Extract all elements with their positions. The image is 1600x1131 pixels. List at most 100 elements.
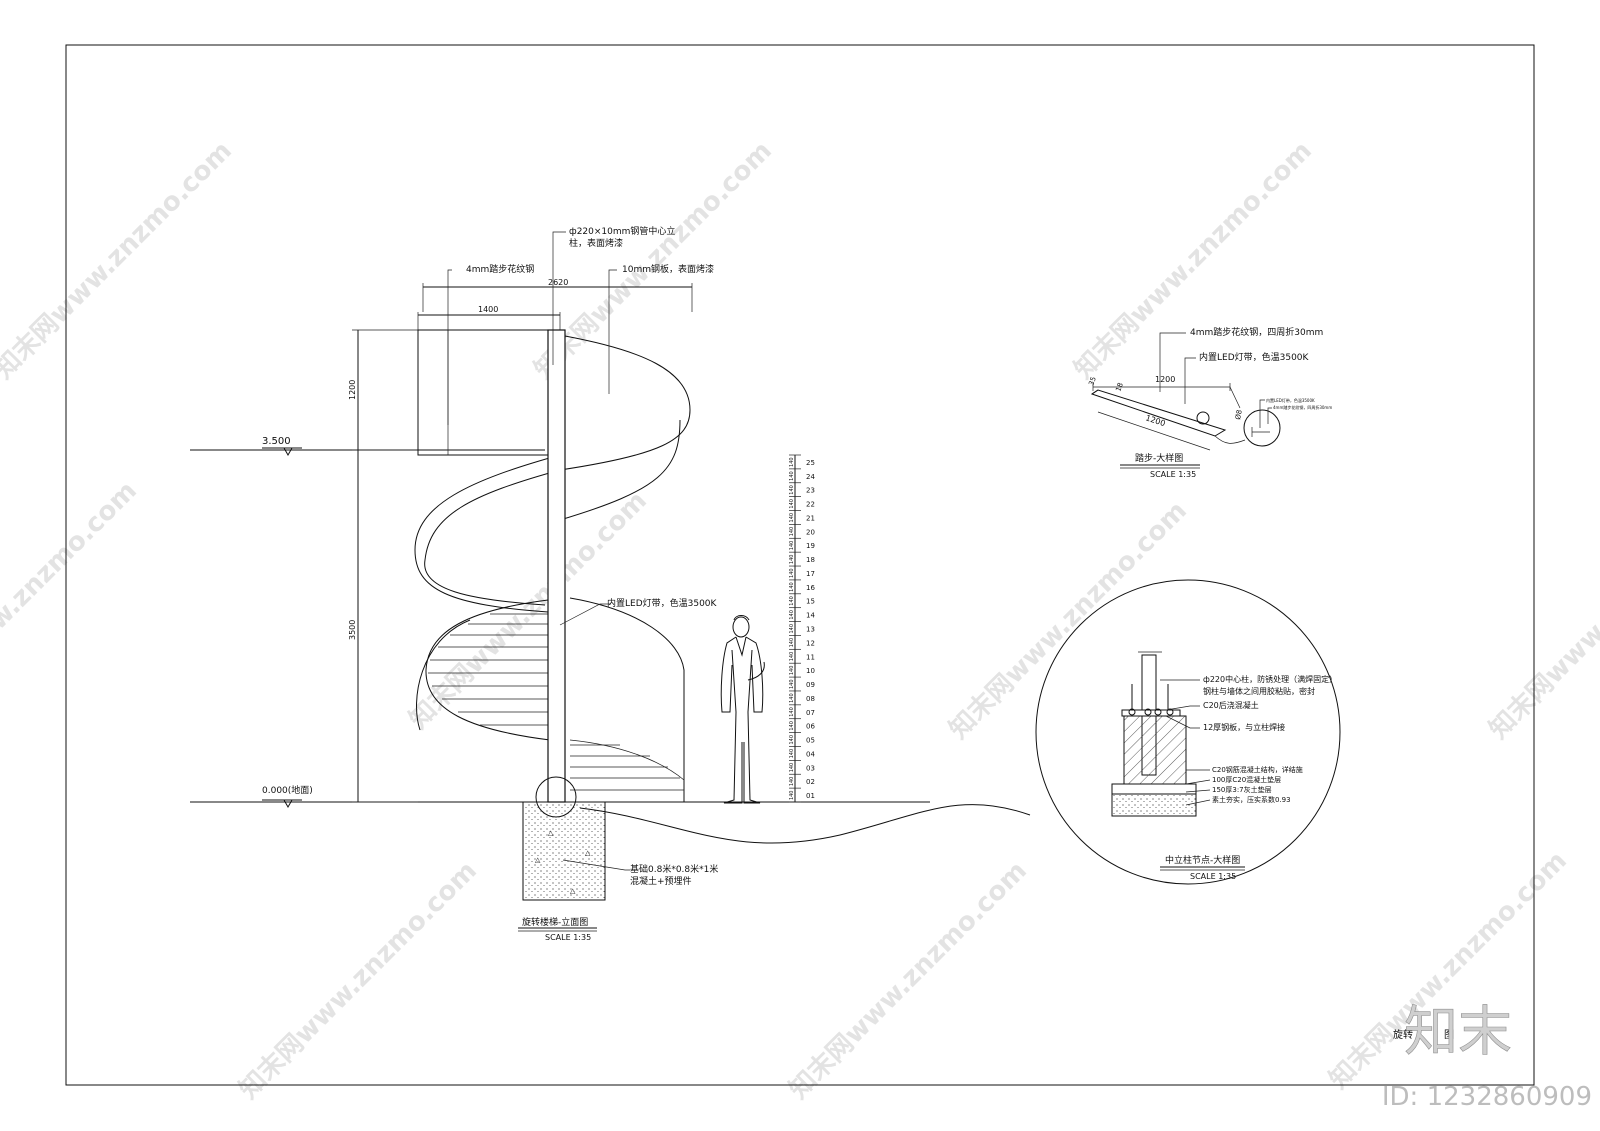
- step-height-label: 140: [789, 624, 795, 634]
- leader-base: [562, 859, 630, 871]
- elevation-scale: SCALE 1:35: [545, 933, 591, 942]
- stringer-outer-top: [559, 335, 691, 471]
- detail-circle: [1035, 579, 1341, 885]
- step-number: 22: [806, 501, 815, 509]
- stringer-right-lower: [569, 597, 685, 802]
- leader-plate: [608, 269, 617, 394]
- level-ground-label: 0.000(地面): [262, 784, 313, 796]
- note-column-line1: ф220×10mm钢管中心立: [569, 225, 675, 237]
- tread-detail-title: 踏步-大样图: [1135, 452, 1183, 464]
- column-note-2: 钢柱与墙体之间用胶粘贴，密封: [1203, 686, 1315, 696]
- step-number: 07: [806, 709, 815, 717]
- step-number: 21: [806, 514, 815, 522]
- tread-dim-top: 1200: [1155, 375, 1175, 384]
- watermark-text: 知末网www.znzmo.com: [234, 856, 483, 1105]
- step-height-label: 140: [789, 527, 795, 537]
- svg-text:△: △: [535, 856, 541, 864]
- leader-tread: [447, 269, 452, 425]
- watermark-text: 知末网www.znzmo.com: [1069, 136, 1318, 385]
- foundation-block: [522, 801, 606, 901]
- tread-mini-callout: [1243, 409, 1281, 447]
- column-note-1: ф220中心柱，防锈处理（满焊固定）: [1203, 674, 1337, 684]
- stringer-back-middle: [414, 454, 561, 613]
- watermark-text: 知末网www.znzmo.com: [0, 476, 143, 725]
- hidden-title-prefix: 旋转: [1393, 1028, 1413, 1041]
- step-height-label: 140: [789, 707, 795, 717]
- step-number: 14: [806, 612, 815, 620]
- column-note-3: C20后浇混凝土: [1203, 700, 1259, 710]
- step-height-label: 140: [789, 555, 795, 565]
- dim-upper-height: 1200: [348, 380, 357, 400]
- stair-elevation: 3.500 0.000(地面) 1200 3500 2620 1400: [190, 225, 930, 942]
- note-tread: 4mm踏步花纹钢: [466, 263, 534, 275]
- level-upper-label: 3.500: [262, 436, 291, 447]
- step-number: 02: [806, 778, 815, 786]
- step-height-label: 140: [789, 749, 795, 759]
- brand-logo: 知末: [1404, 1000, 1512, 1063]
- tread-plate: [1090, 389, 1227, 437]
- tread-dim-slope: 1200: [1144, 413, 1166, 428]
- svg-text:△: △: [548, 829, 554, 837]
- step-height-label: 140: [789, 499, 795, 509]
- step-number: 03: [806, 764, 815, 772]
- step-number: 04: [806, 750, 815, 758]
- dim-total-width: 2620: [548, 278, 568, 287]
- step-number: 20: [806, 528, 815, 536]
- tread-dim-angle: 18: [1114, 382, 1125, 393]
- step-number: 16: [806, 584, 815, 592]
- tread-mini-note-2: 4mm踏步花纹钢，四周折30mm: [1273, 404, 1332, 410]
- sheet-border: [65, 44, 1535, 1086]
- landing-platform: [417, 329, 549, 456]
- step-number: 10: [806, 667, 815, 675]
- step-height-label: 140: [789, 638, 795, 648]
- step-height-label: 140: [789, 485, 795, 495]
- column-note-7: 150厚3:7灰土垫层: [1212, 785, 1272, 794]
- tread-dim-right: Ø8: [1234, 409, 1244, 420]
- step-number: 25: [806, 459, 815, 467]
- step-number: 23: [806, 487, 815, 495]
- leader-led: [559, 603, 611, 626]
- image-id: ID: 1232860909: [1382, 1082, 1592, 1112]
- stringer-front-lower: [425, 599, 551, 741]
- svg-text:△: △: [570, 887, 576, 895]
- column-detail-scale: SCALE 1:35: [1190, 872, 1236, 881]
- column-detail: ф220中心柱，防锈处理（满焊固定） 钢柱与墙体之间用胶粘贴，密封 C20后浇混…: [1035, 579, 1341, 885]
- note-column-line2: 柱，表面烤漆: [569, 237, 623, 249]
- level-marker-ground: [262, 799, 302, 809]
- leader-column: [552, 231, 566, 365]
- step-number: 01: [806, 792, 815, 800]
- step-height-label: 140: [789, 582, 795, 592]
- note-plate: 10mm钢板，表面烤漆: [622, 263, 714, 275]
- step-number: 15: [806, 598, 815, 606]
- tread-detail-scale: SCALE 1:35: [1150, 470, 1196, 479]
- watermark-layer: 知末网www.znzmo.com 知末网www.znzmo.com 知末网www…: [0, 136, 1600, 1105]
- step-height-label: 140: [789, 541, 795, 551]
- step-number: 13: [806, 626, 815, 634]
- step-height-label: 140: [789, 652, 795, 662]
- detail-leader-curve: [579, 804, 1031, 844]
- step-height-label: 140: [789, 777, 795, 787]
- step-number: 11: [806, 653, 815, 661]
- step-number: 08: [806, 695, 815, 703]
- column-detail-title: 中立柱节点-大样图: [1165, 854, 1240, 866]
- led-strip: [1196, 411, 1210, 425]
- step-number: 06: [806, 723, 815, 731]
- watermark-text: 知末网www.znzmo.com: [529, 136, 778, 385]
- step-height-label: 140: [789, 679, 795, 689]
- stringer-left-lower: [416, 619, 471, 731]
- step-number: 12: [806, 639, 815, 647]
- lower-treads: [569, 739, 685, 791]
- step-height-label: 140: [789, 693, 795, 703]
- stringer-front-middle: [424, 469, 561, 606]
- column-note-4: 12厚钢板，与立柱焊接: [1203, 722, 1285, 732]
- watermark-text: 知末网www.znzmo.com: [1484, 496, 1600, 745]
- upper-treads: [428, 613, 548, 726]
- tread-dim-left: 35: [1087, 376, 1098, 387]
- dim-landing-width: 1400: [478, 305, 498, 314]
- tread-mini-note-1: 内置LED灯带，色温3500K: [1266, 397, 1315, 403]
- step-height-label: 140: [789, 513, 795, 523]
- step-height-label: 140: [789, 666, 795, 676]
- step-height-label: 140: [789, 596, 795, 606]
